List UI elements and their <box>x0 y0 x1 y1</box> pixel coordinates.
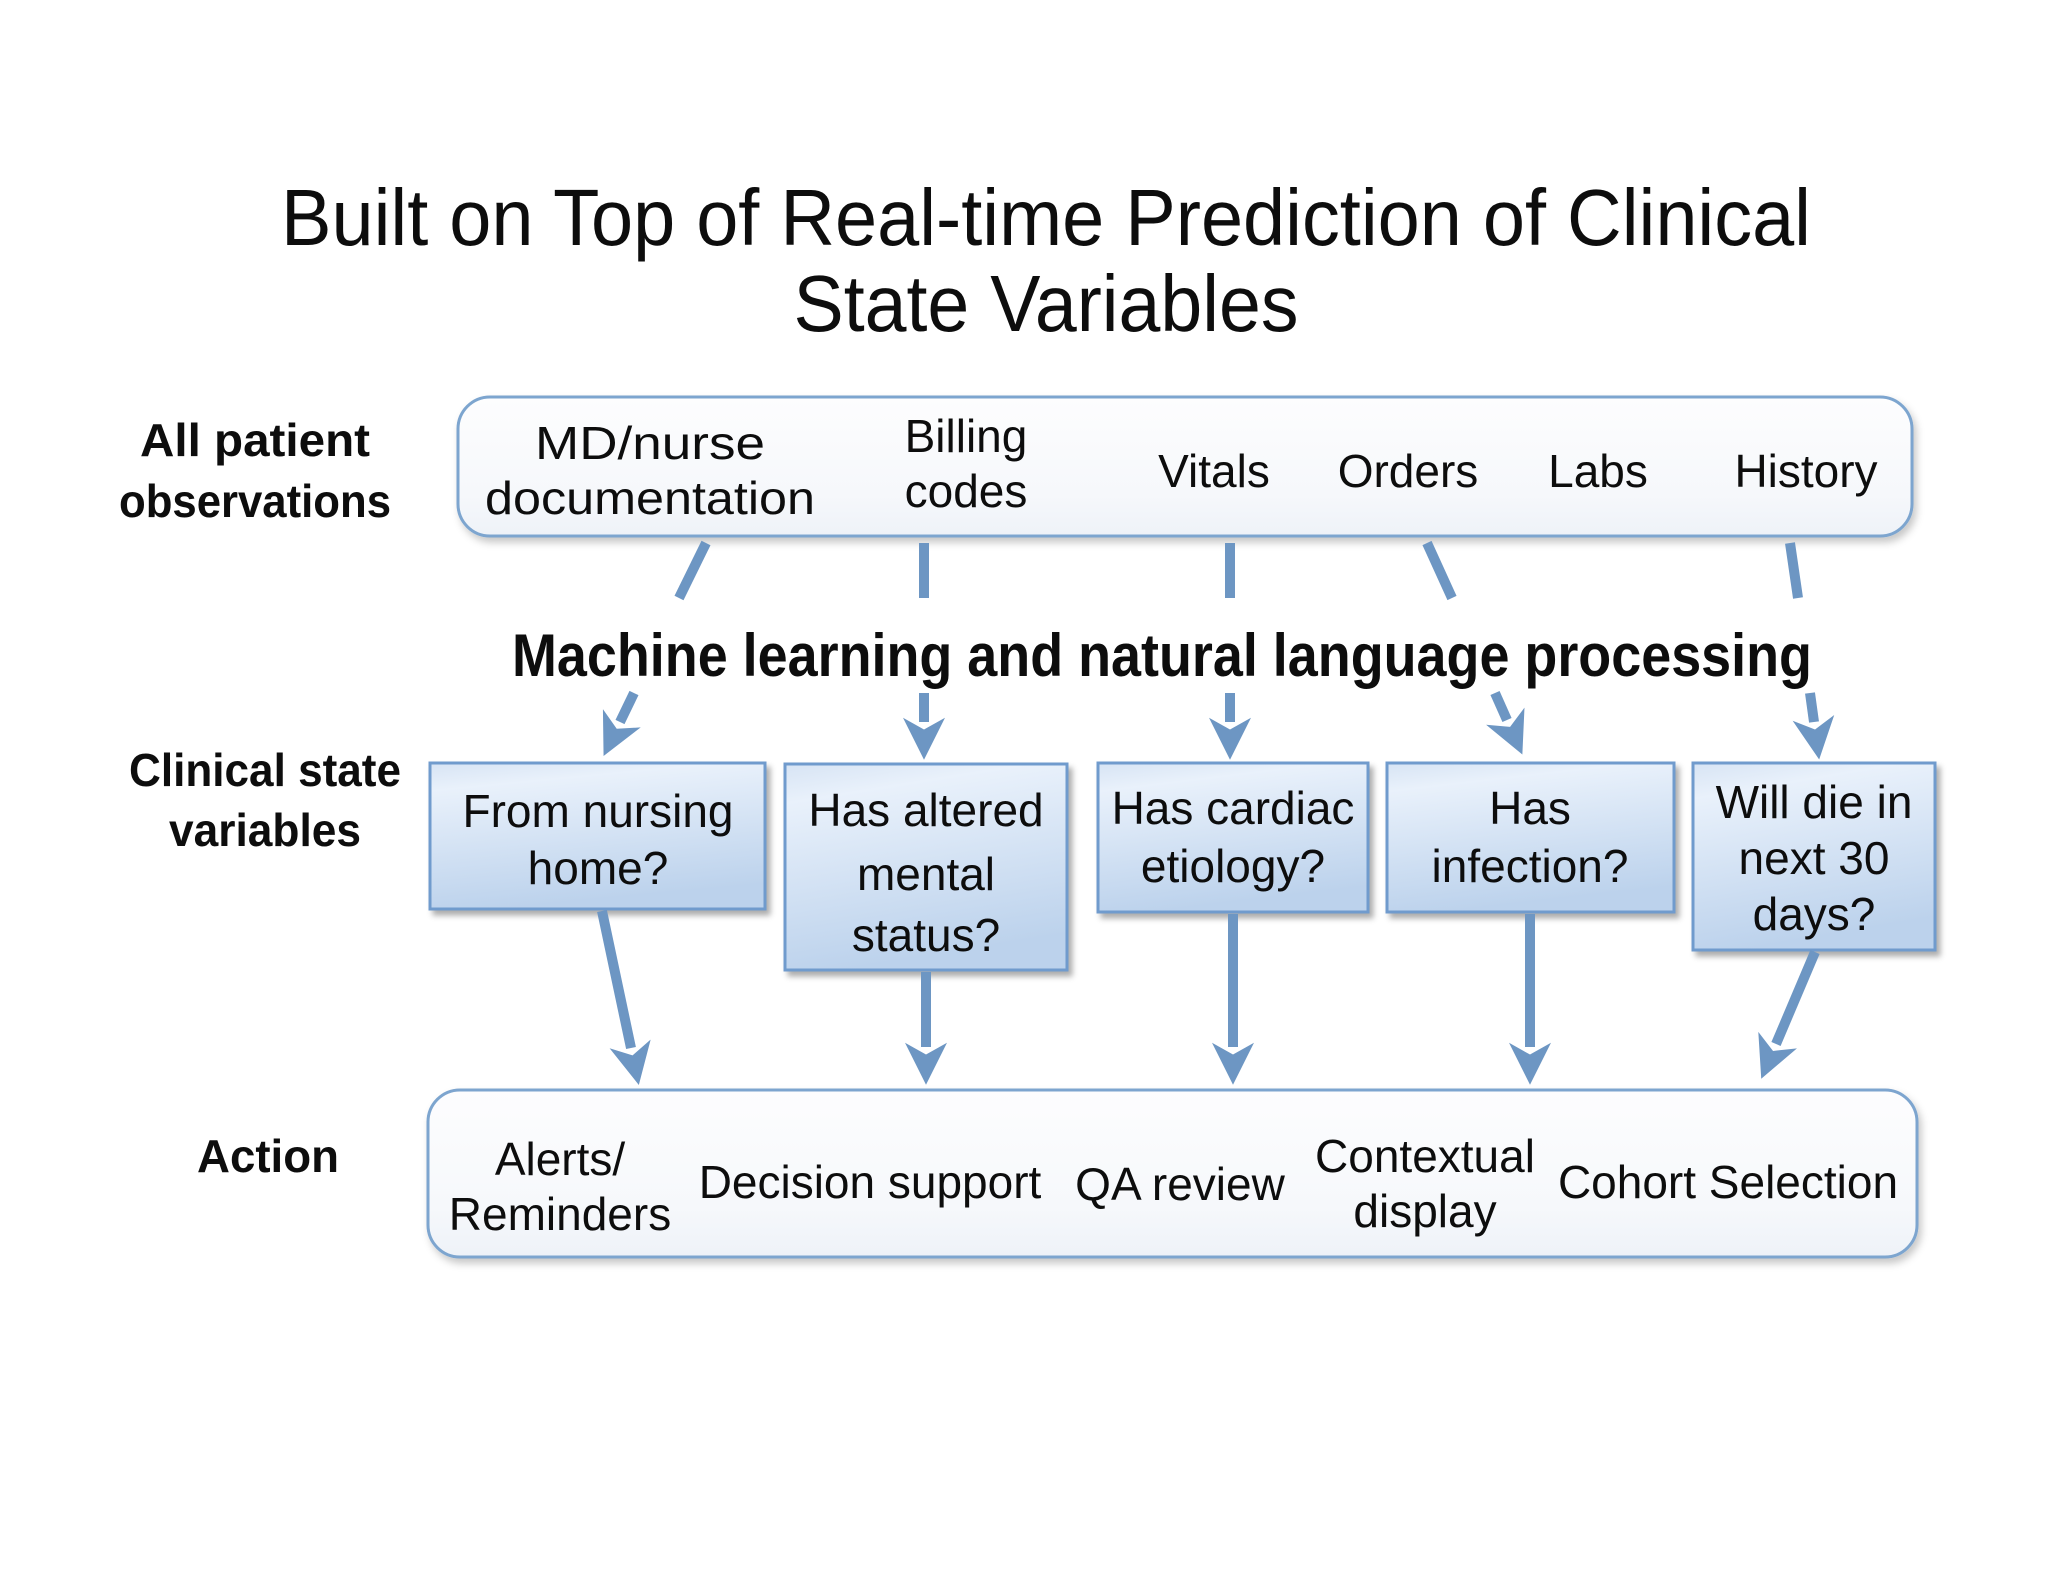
arrow-history-to-mortality <box>1785 542 1835 760</box>
state-mental-status-line3: status? <box>852 909 1000 961</box>
state-infection-line2: infection? <box>1432 840 1629 892</box>
action-decision-support: Decision support <box>699 1156 1042 1208</box>
state-box-mental-status-rect <box>783 762 1069 972</box>
observations-box <box>456 395 1914 538</box>
observation-labs: Labs <box>1548 445 1648 497</box>
state-box-infection: Has infection? <box>1385 761 1676 914</box>
observation-history: History <box>1734 445 1877 497</box>
slide-title-line2: State Variables <box>794 259 1299 348</box>
state-mental-status-line2: mental <box>857 848 995 900</box>
row-label-clinical-state: Clinical state variables <box>129 744 401 856</box>
ml-nlp-banner: Machine learning and natural language pr… <box>512 622 1812 689</box>
slide-title: Built on Top of Real-time Prediction of … <box>281 173 1811 348</box>
state-box-nursing-home-rect <box>428 761 767 911</box>
action-label: Action <box>197 1130 339 1182</box>
state-cardiac-line2: etiology? <box>1141 840 1325 892</box>
arrow-nursing-home-to-action <box>597 909 651 1085</box>
state-nursing-home-line2: home? <box>528 842 669 894</box>
state-mortality-line2: next 30 <box>1739 832 1890 884</box>
state-box-mortality: Will die in next 30 days? <box>1691 761 1937 952</box>
slide-title-line1: Built on Top of Real-time Prediction of … <box>281 173 1811 262</box>
state-mental-status-line1: Has altered <box>808 784 1043 836</box>
arrow-mortality-to-action <box>1758 950 1820 1079</box>
observation-vitals: Vitals <box>1158 445 1270 497</box>
action-box <box>426 1088 1919 1259</box>
state-nursing-home-line1: From nursing <box>463 785 734 837</box>
state-box-cardiac: Has cardiac etiology? <box>1096 761 1370 914</box>
arrow-orders-to-infection <box>1422 540 1525 755</box>
state-box-nursing-home: From nursing home? <box>428 761 767 911</box>
action-items: Alerts/ Reminders Decision support QA re… <box>449 1130 1898 1240</box>
observation-md-nurse-line1: MD/nurse <box>535 417 765 469</box>
action-cohort-selection: Cohort Selection <box>1558 1156 1898 1208</box>
observation-md-nurse-line2: documentation <box>485 472 815 524</box>
action-contextual-line1: Contextual <box>1315 1130 1535 1182</box>
action-qa-review: QA review <box>1075 1158 1285 1210</box>
observations-label-line2: observations <box>119 475 391 527</box>
state-cardiac-line1: Has cardiac <box>1112 782 1355 834</box>
action-alerts-line1: Alerts/ <box>495 1133 626 1185</box>
clinical-label-line1: Clinical state <box>129 744 401 796</box>
state-mortality-line1: Will die in <box>1716 776 1913 828</box>
arrow-mdnurse-to-nursing-home <box>602 540 711 757</box>
clinical-label-line2: variables <box>169 804 361 856</box>
observation-billing-line1: Billing <box>905 410 1028 462</box>
state-box-mortality-rect <box>1691 761 1937 952</box>
row-label-observations: All patient observations <box>119 414 391 527</box>
state-box-cardiac-rect <box>1096 761 1370 914</box>
observations-items: MD/nurse documentation Billing codes Vit… <box>485 410 1878 524</box>
state-infection-line1: Has <box>1489 782 1571 834</box>
action-alerts-line2: Reminders <box>449 1188 671 1240</box>
state-box-mental-status: Has altered mental status? <box>783 762 1069 972</box>
observation-billing-line2: codes <box>905 465 1028 517</box>
state-box-infection-rect <box>1385 761 1676 914</box>
action-contextual-line2: display <box>1353 1185 1496 1237</box>
state-mortality-line3: days? <box>1753 888 1876 940</box>
observations-label-line1: All patient <box>140 414 370 466</box>
observation-orders: Orders <box>1338 445 1479 497</box>
